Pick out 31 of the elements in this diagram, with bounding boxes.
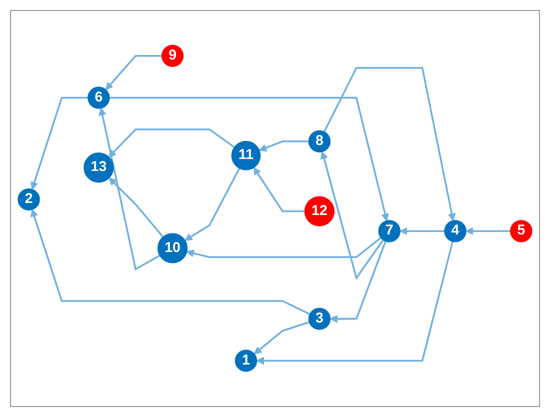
node-circle: 2 [18,188,40,211]
arrow [400,227,445,236]
arrow [253,167,305,212]
node-circle: 6 [88,86,110,110]
node-circle: 12 [304,196,335,227]
arrow [30,97,88,190]
arrow [186,237,382,258]
node-circle: 7 [378,220,400,242]
arrow [254,322,310,355]
arrow [108,128,235,158]
node-circle: 5 [510,220,532,242]
arrow [256,241,454,365]
arrow [323,67,456,222]
arrow [108,178,164,238]
node-circle: 11 [231,141,261,170]
node-circle: 13 [84,152,114,183]
node-circle: 4 [444,220,466,242]
arrow [98,108,160,271]
arrow [466,227,511,236]
arrow [330,240,386,323]
node-circle: 9 [161,44,184,68]
node-circle: 3 [308,308,331,330]
arrow [105,55,162,90]
node-circle: 8 [308,130,331,153]
arrow [320,152,384,280]
arrow [184,168,240,242]
node-circle: 1 [234,350,258,372]
arrow [109,97,389,222]
arrow [30,209,310,316]
arrow [258,140,309,152]
node-circle: 10 [157,233,188,264]
